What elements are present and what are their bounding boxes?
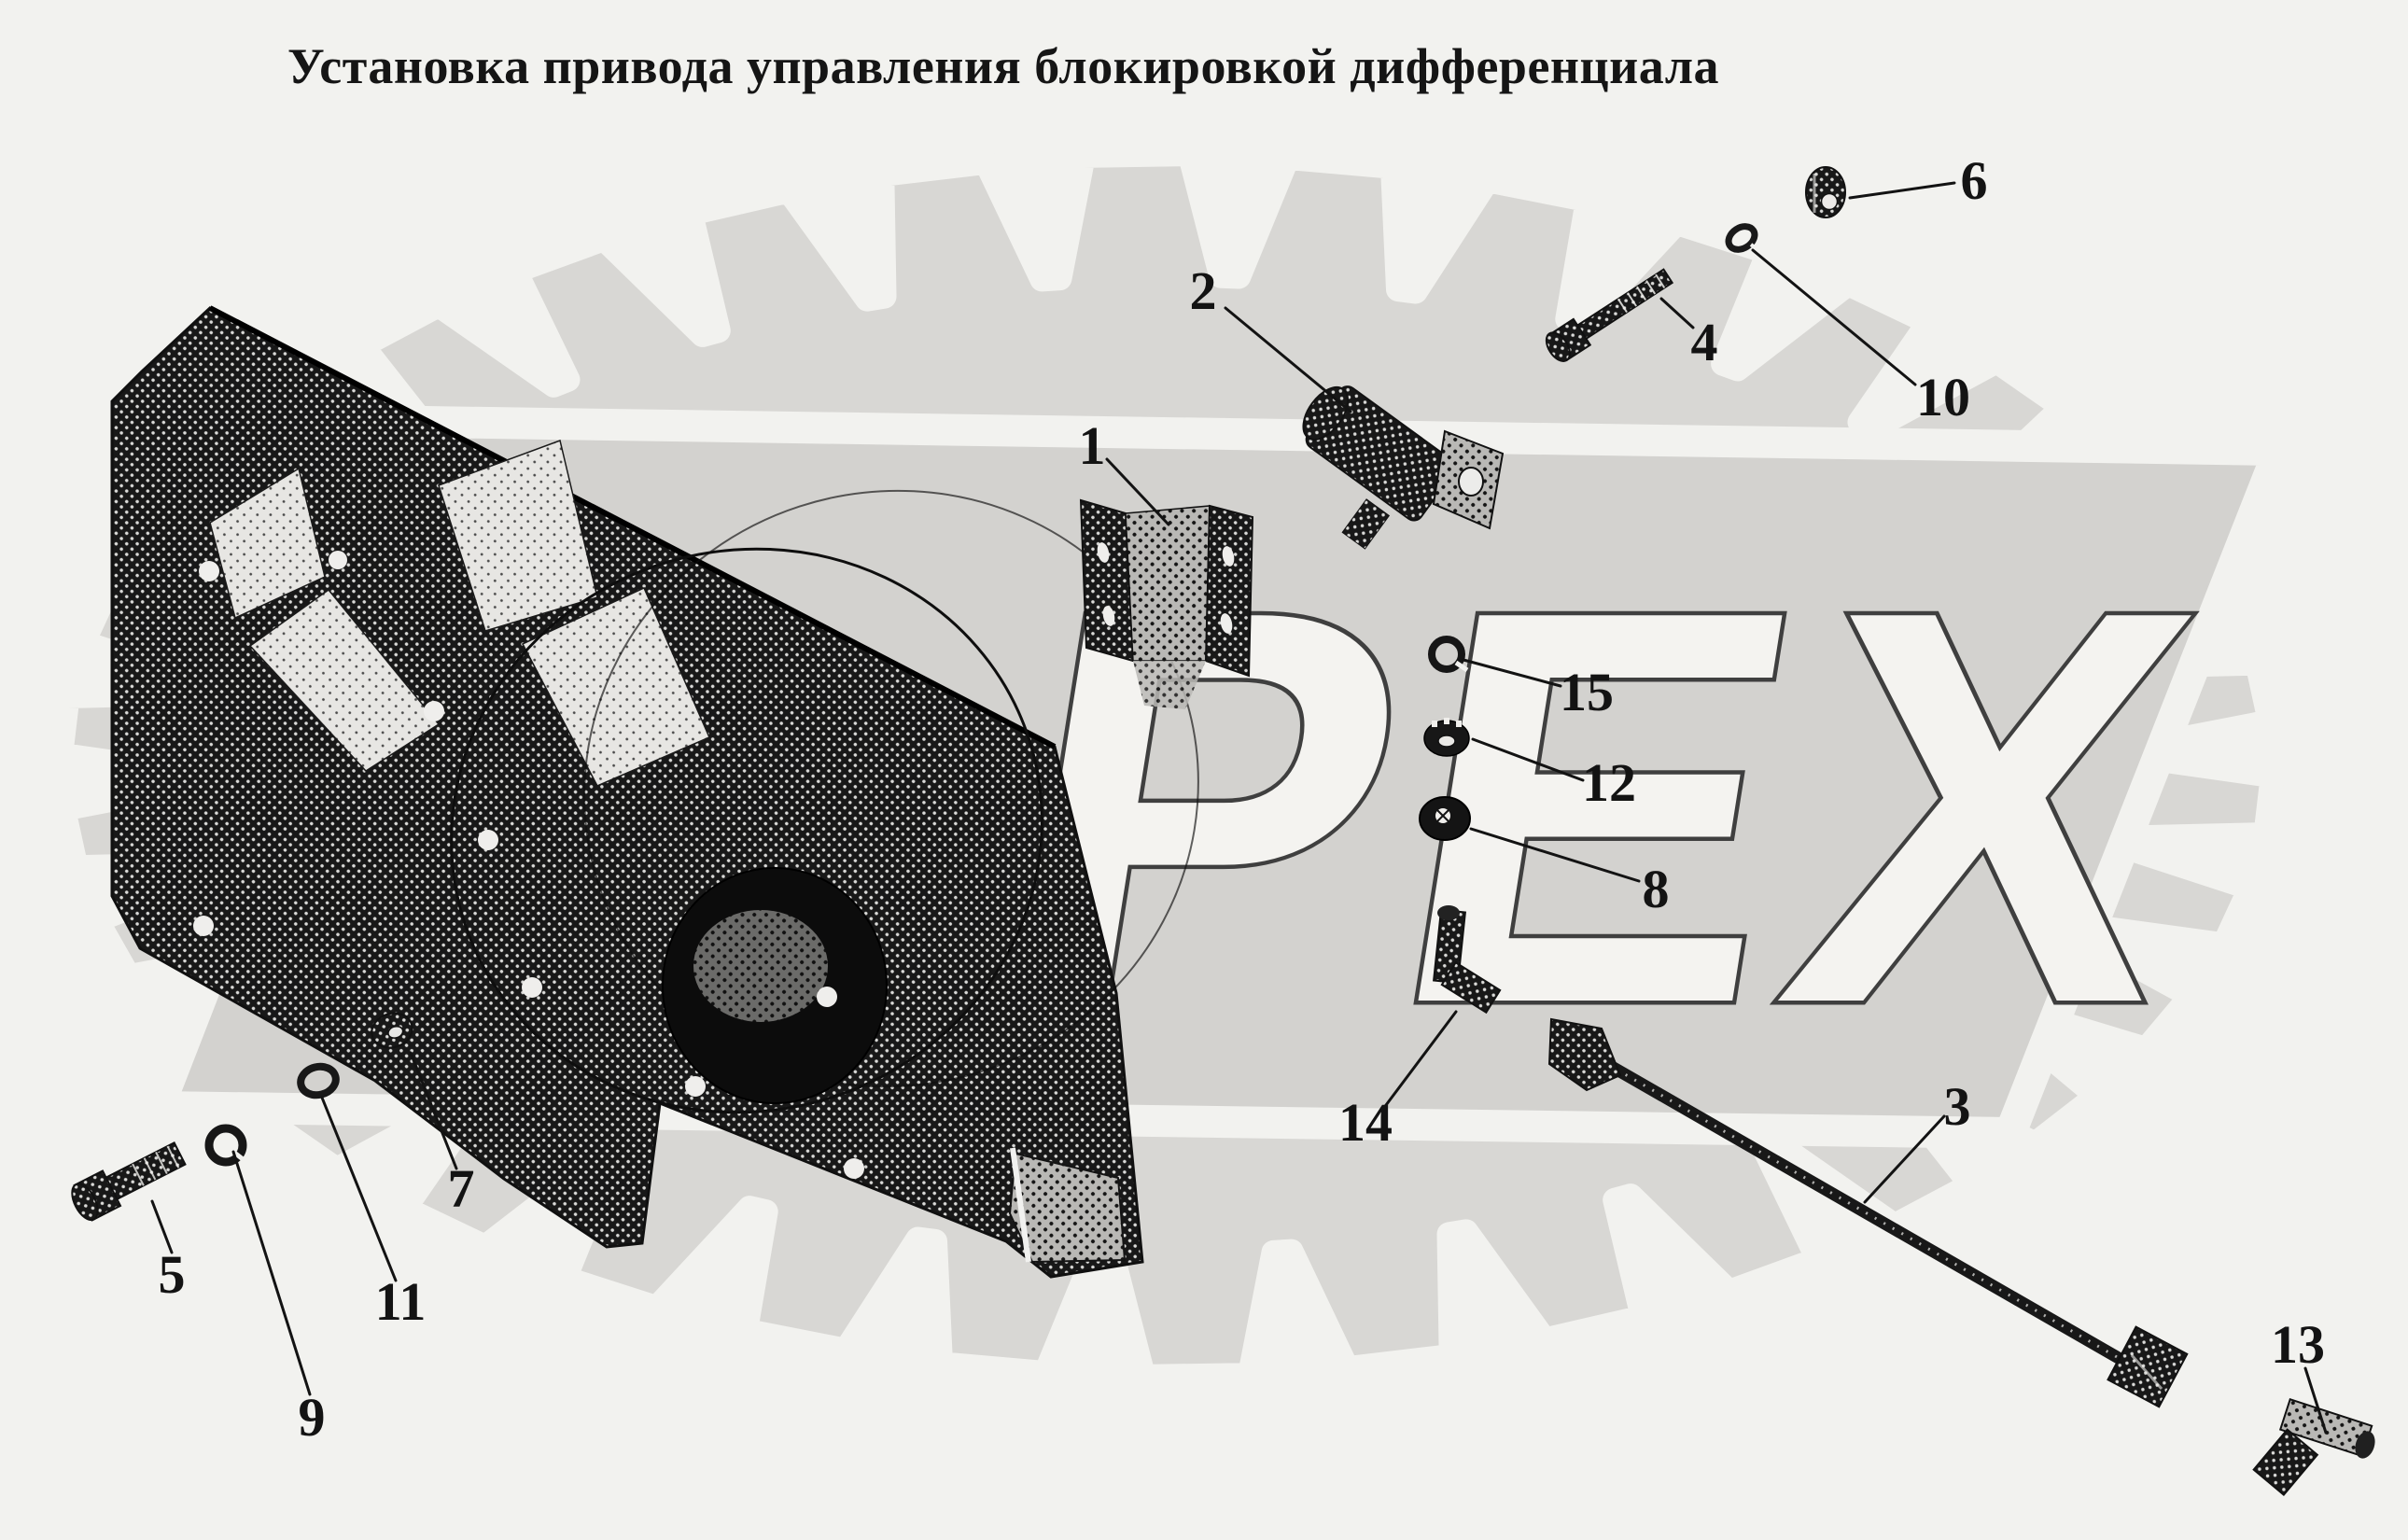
part-frame: [110, 305, 1199, 1279]
callout-label-12: 12: [1582, 752, 1636, 813]
frame-opening-inner: [693, 910, 828, 1022]
bolt-hole: [817, 987, 837, 1007]
frame-foot-gap: [1010, 1147, 1031, 1263]
elbow-tip: [1437, 905, 1460, 920]
elbow-arm: [1440, 960, 1502, 1015]
callout-label-4: 4: [1691, 312, 1718, 372]
callout-label-3: 3: [1944, 1076, 1971, 1137]
part-ring-10: [1725, 223, 1760, 253]
callout-label-14: 14: [1338, 1092, 1393, 1153]
frame-facet: [521, 586, 710, 787]
ring-gap: [1454, 660, 1469, 673]
ring-gap: [1749, 243, 1760, 252]
frame-body: [110, 306, 1144, 1279]
part-bolt-4: [1545, 268, 1674, 362]
bracket-holes: [1097, 542, 1235, 634]
bracket-web: [1125, 505, 1211, 662]
callout-label-1: 1: [1079, 415, 1106, 476]
callout-label-9: 9: [299, 1387, 326, 1448]
part-rod: [1547, 1017, 2189, 1408]
valve-fork-hole: [1458, 467, 1484, 497]
callout-label-2: 2: [1190, 260, 1217, 321]
frame-facet: [438, 440, 598, 632]
part-bracket: [1079, 498, 1254, 709]
nut-crenellations: [1432, 718, 1462, 727]
page-title: Установка привода управления блокировкой…: [287, 38, 1720, 94]
leader-lines: [150, 181, 2328, 1435]
part-elbow-14: [1433, 905, 1502, 1015]
bolt-threads: [1617, 273, 1666, 314]
nut-bore: [1820, 192, 1839, 211]
part-grommet: [1419, 796, 1471, 841]
frame-bolt-holes: [193, 551, 864, 1179]
elbow-arm: [2252, 1428, 2319, 1496]
part-nut-12: [1423, 718, 1470, 757]
frame-foot: [1008, 1152, 1127, 1264]
part-nut-6: [1805, 166, 1846, 218]
part-snap-ring: [1428, 636, 1469, 673]
frame-facet: [209, 467, 326, 620]
rod-shaft: [1577, 1043, 2147, 1378]
rod-end-bevel: [2130, 1354, 2163, 1390]
bolt-head-face: [71, 1183, 99, 1222]
bolt-head-face: [1545, 331, 1571, 362]
grommet-star: [1436, 809, 1449, 822]
nut-bore: [1437, 735, 1456, 748]
callout-label-15: 15: [1560, 662, 1614, 722]
callout-label-10: 10: [1916, 367, 1970, 427]
callout-label-5: 5: [159, 1244, 186, 1305]
rod-head: [1547, 1017, 1622, 1092]
callout-labels: 1 2 3 4 5 6 7 8 9 10 11 12 13 14 15: [159, 150, 2326, 1448]
callout-label-6: 6: [1961, 150, 1988, 211]
callout-label-11: 11: [375, 1271, 427, 1332]
part-nut-7: [371, 1012, 413, 1049]
frame-housing-circle: [450, 547, 1043, 1114]
callout-label-8: 8: [1643, 859, 1670, 919]
part-washer-11: [297, 1062, 340, 1099]
bolt-threads: [132, 1145, 180, 1186]
rod-end-connector: [2107, 1325, 2189, 1408]
frame-facet: [248, 588, 441, 772]
bracket-right-flange: [1204, 504, 1254, 678]
nut-bore: [387, 1025, 404, 1039]
callout-label-13: 13: [2271, 1314, 2325, 1375]
callout-label-7: 7: [448, 1158, 475, 1219]
frame-top-edge: [208, 305, 1057, 749]
bracket-left-flange: [1079, 498, 1135, 663]
elbow-tip: [2355, 1431, 2375, 1459]
part-elbow-13: [2252, 1398, 2375, 1496]
part-bolt-5: [71, 1141, 187, 1222]
valve-stub: [1341, 498, 1391, 550]
bracket-tail: [1133, 661, 1206, 709]
